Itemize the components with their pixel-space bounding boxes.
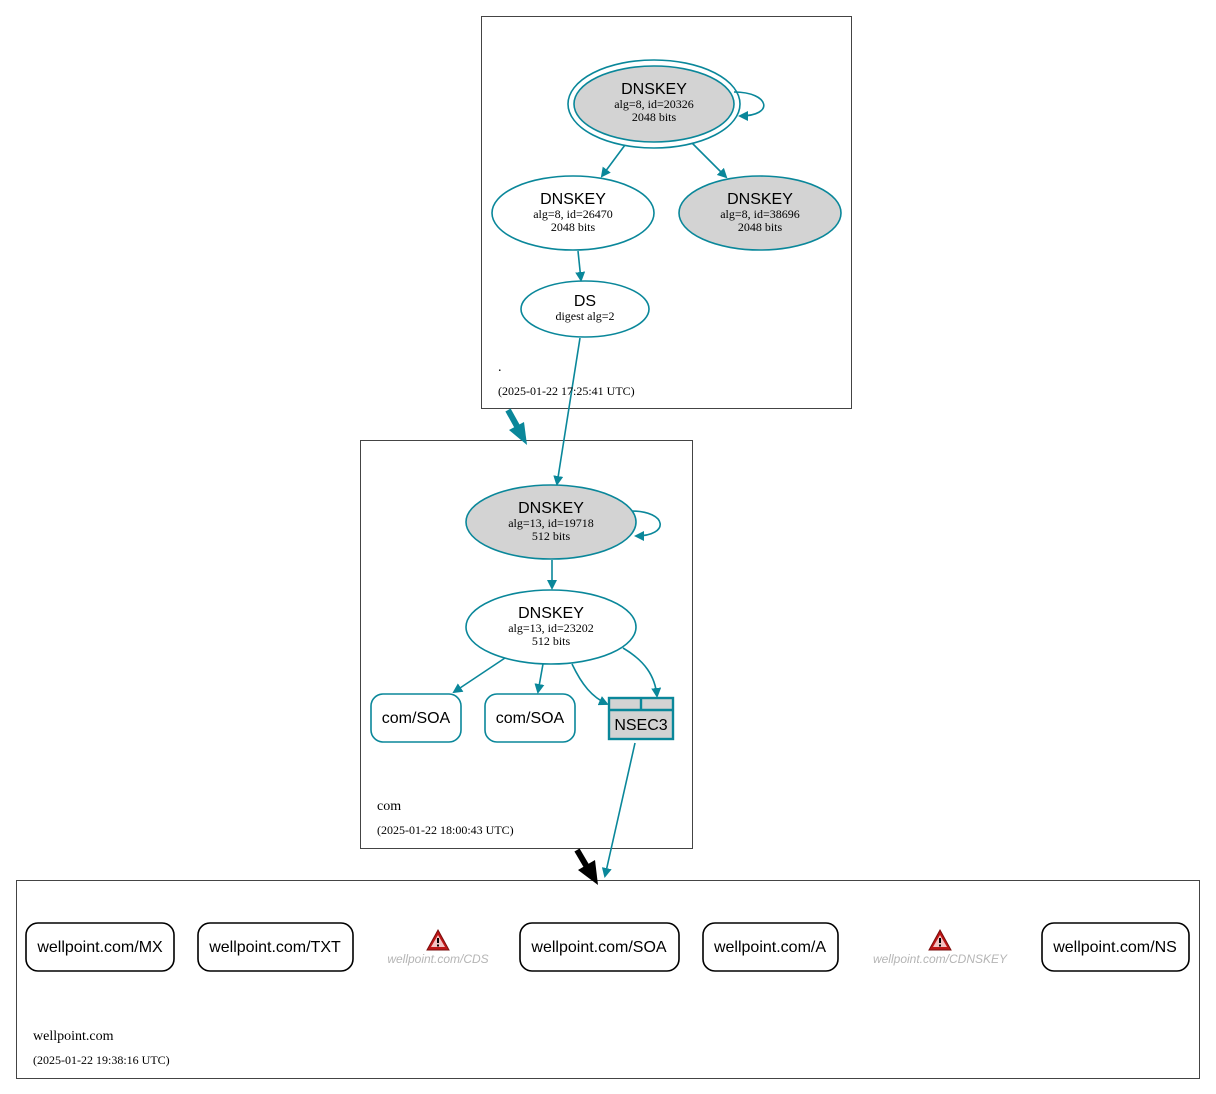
com-zsk-node[interactable]: DNSKEY alg=13, id=23202 512 bits	[465, 589, 637, 665]
wellpoint-cds-label: wellpoint.com/CDS	[387, 952, 488, 966]
com-zone-name: com	[377, 799, 401, 814]
edge-root-ksk-ksk2	[691, 142, 728, 179]
edge-root-ksk-zsk	[600, 144, 626, 178]
com-zone-timestamp: (2025-01-22 18:00:43 UTC)	[377, 823, 514, 837]
root-zsk-node[interactable]: DNSKEY alg=8, id=26470 2048 bits	[491, 175, 655, 251]
edge-com-ksk-self	[630, 510, 661, 541]
root-ksk2-node[interactable]: DNSKEY alg=8, id=38696 2048 bits	[678, 175, 842, 251]
wellpoint-soa-label: wellpoint.com/SOA	[530, 939, 666, 956]
wellpoint-a-label: wellpoint.com/A	[713, 939, 826, 956]
root-zone-timestamp: (2025-01-22 17:25:41 UTC)	[498, 384, 635, 398]
warning-triangle-icon	[426, 928, 450, 951]
com-nsec3-node[interactable]: NSEC3	[607, 696, 675, 741]
wellpoint-txt-label: wellpoint.com/TXT	[208, 939, 341, 956]
wellpoint-mx-label: wellpoint.com/MX	[36, 939, 163, 956]
root-ksk2-line2: 2048 bits	[738, 220, 783, 234]
edge-nsec3-wellpoint	[601, 742, 636, 878]
wellpoint-zone-timestamp: (2025-01-22 19:38:16 UTC)	[33, 1053, 170, 1067]
edge-com-zsk-nsec3-b	[622, 647, 662, 698]
root-ksk-line2: 2048 bits	[632, 110, 677, 124]
zone-root-box	[481, 16, 852, 409]
root-zsk-line1: alg=8, id=26470	[533, 207, 613, 221]
root-ds-line1: digest alg=2	[555, 309, 614, 323]
edge-com-zsk-nsec3-a	[571, 663, 609, 706]
wellpoint-zone-name: wellpoint.com	[33, 1029, 114, 1044]
root-ksk2-line1: alg=8, id=38696	[720, 207, 800, 221]
wellpoint-mx-node[interactable]: wellpoint.com/MX	[25, 922, 175, 972]
edge-ds-com-ksk	[553, 337, 581, 486]
warning-triangle-icon	[928, 928, 952, 951]
delegation-root-com	[505, 408, 527, 445]
wellpoint-a-node[interactable]: wellpoint.com/A	[702, 922, 839, 972]
com-soa-node-1[interactable]: com/SOA	[370, 693, 462, 743]
wellpoint-cdnskey-node[interactable]: wellpoint.com/CDNSKEY	[873, 928, 1008, 966]
wellpoint-ns-node[interactable]: wellpoint.com/NS	[1041, 922, 1190, 972]
edge-root-zsk-ds	[575, 250, 586, 282]
com-soa-label-2: com/SOA	[496, 710, 565, 727]
root-zone-name: .	[498, 360, 502, 375]
edges	[452, 91, 765, 878]
com-zsk-line2: 512 bits	[532, 634, 571, 648]
root-ksk-node[interactable]: DNSKEY alg=8, id=20326 2048 bits	[567, 59, 741, 149]
com-soa-node-2[interactable]: com/SOA	[484, 693, 576, 743]
edge-com-zsk-soa1	[452, 657, 506, 694]
com-soa-label-1: com/SOA	[382, 710, 451, 727]
wellpoint-cds-node[interactable]: wellpoint.com/CDS	[387, 928, 489, 966]
edge-root-ksk-self	[733, 91, 765, 121]
edge-com-zsk-soa2	[534, 663, 545, 694]
com-zsk-line1: alg=13, id=23202	[508, 621, 594, 635]
wellpoint-ns-label: wellpoint.com/NS	[1052, 939, 1177, 956]
wellpoint-soa-node[interactable]: wellpoint.com/SOA	[519, 922, 680, 972]
root-ksk-title: DNSKEY	[621, 81, 687, 98]
zone-wellpoint-box	[16, 880, 1200, 1079]
com-ksk-title: DNSKEY	[518, 500, 584, 517]
wellpoint-cdnskey-label: wellpoint.com/CDNSKEY	[873, 952, 1008, 966]
wellpoint-txt-node[interactable]: wellpoint.com/TXT	[197, 922, 354, 972]
com-zsk-title: DNSKEY	[518, 605, 584, 622]
root-zsk-line2: 2048 bits	[551, 220, 596, 234]
com-ksk-line1: alg=13, id=19718	[508, 516, 594, 530]
root-ds-node[interactable]: DS digest alg=2	[520, 280, 650, 338]
com-ksk-line2: 512 bits	[532, 529, 571, 543]
delegation-com-wellpoint	[574, 848, 598, 885]
root-ksk2-title: DNSKEY	[727, 191, 793, 208]
root-ksk-line1: alg=8, id=20326	[614, 97, 694, 111]
zone-com-box	[360, 440, 693, 849]
root-ds-title: DS	[574, 293, 596, 310]
root-zsk-title: DNSKEY	[540, 191, 606, 208]
com-ksk-node[interactable]: DNSKEY alg=13, id=19718 512 bits	[465, 484, 637, 560]
com-nsec3-label: NSEC3	[614, 717, 667, 734]
